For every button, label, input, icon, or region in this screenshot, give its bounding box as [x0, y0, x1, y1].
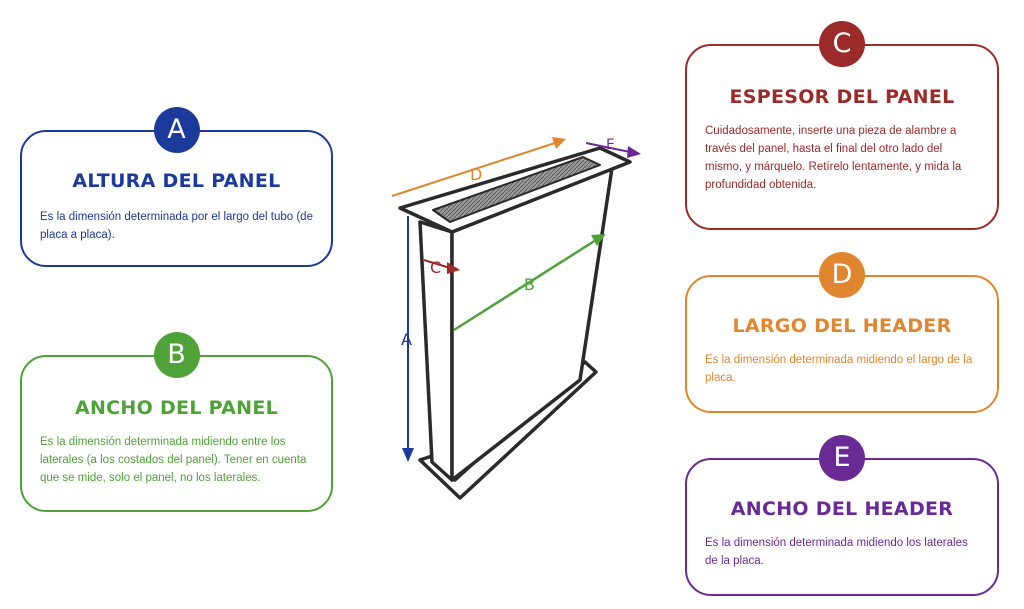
arrow-d: D [391, 137, 566, 197]
label-b: B [524, 275, 535, 294]
card-espesor-del-panel: C ESPESOR DEL PANEL Cuidadosamente, inse… [685, 21, 999, 230]
card-title-espesor: ESPESOR DEL PANEL [729, 86, 955, 108]
arrow-e: E [585, 137, 641, 158]
card-title-ancho-header: ANCHO DEL HEADER [730, 498, 954, 520]
badge-c: C [819, 21, 865, 67]
card-desc-ancho-header: Es la dimensión determinada midiendo los… [705, 537, 968, 567]
header-slot [432, 156, 601, 223]
card-largo-del-header: D LARGO DEL HEADER Es la dimensión deter… [685, 252, 999, 413]
card-desc-altura: Es la dimensión determinada por el largo… [40, 211, 313, 241]
badge-e: E [819, 435, 865, 481]
label-e: E [606, 137, 615, 153]
card-desc-ancho-panel: Es la dimensión determinada midiendo ent… [40, 436, 307, 484]
label-d: D [470, 165, 482, 184]
card-altura-del-panel: A ALTURA DEL PANEL Es la dimensión deter… [20, 107, 333, 267]
label-a: A [401, 330, 412, 349]
label-c: C [430, 258, 441, 277]
panel-diagram: D E A C B [391, 137, 641, 500]
arrow-b: B [453, 234, 606, 332]
card-title-ancho-panel: ANCHO DEL PANEL [74, 397, 279, 419]
card-desc-largo-header: Es la dimensión determinada midiendo el … [705, 354, 973, 384]
card-ancho-del-panel: B ANCHO DEL PANEL Es la dimensión determ… [20, 332, 333, 512]
badge-a: A [153, 107, 200, 153]
card-desc-espesor: Cuidadosamente, inserte una pieza de ala… [705, 125, 962, 191]
card-title-largo-header: LARGO DEL HEADER [732, 315, 952, 337]
card-title-altura: ALTURA DEL PANEL [72, 170, 281, 192]
card-ancho-del-header: E ANCHO DEL HEADER Es la dimensión deter… [685, 435, 999, 596]
badge-d: D [819, 252, 865, 298]
arrow-a: A [401, 216, 414, 462]
badge-b: B [153, 332, 200, 378]
arrow-c: C [423, 258, 460, 277]
